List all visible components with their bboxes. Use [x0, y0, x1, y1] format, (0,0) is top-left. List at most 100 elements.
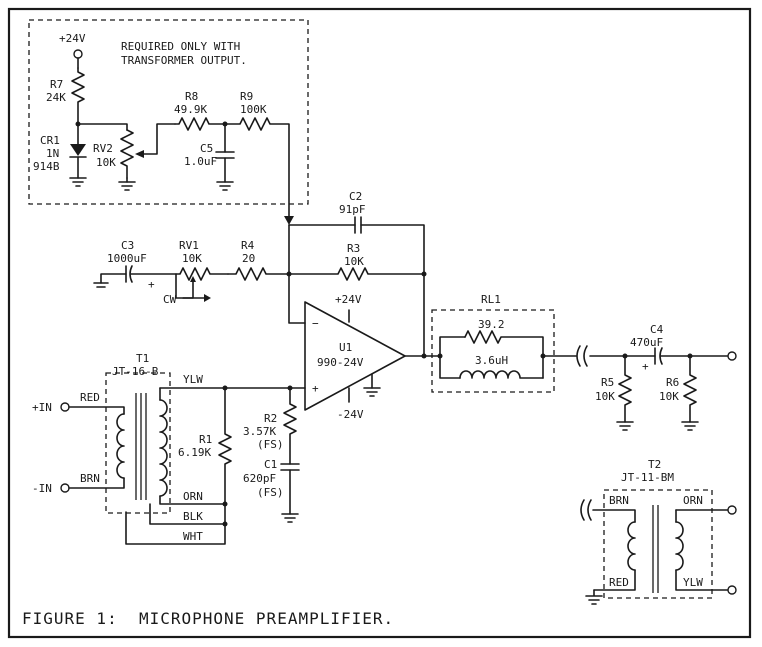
u1-vneg: -24V	[337, 408, 364, 421]
t2-ref: T2	[648, 458, 661, 471]
t1-red: RED	[80, 391, 100, 404]
c1-ref: C1	[264, 458, 277, 471]
rl1-box	[431, 309, 555, 393]
r8-ref: R8	[185, 90, 198, 103]
u1-part: 990-24V	[317, 356, 364, 369]
c3-polarity: +	[148, 278, 155, 291]
ground-icon	[585, 589, 603, 605]
r9-value: 100K	[240, 103, 267, 116]
t1-core-icon	[135, 393, 147, 500]
rv2-wiper-arrow-icon	[135, 150, 144, 158]
r1-value: 6.19K	[178, 446, 211, 459]
rl1-resistor-icon	[464, 330, 544, 379]
rv1-wiper-arrow-icon	[190, 276, 196, 282]
supply-terminal-icon	[73, 49, 83, 59]
r4-value: 20	[242, 252, 255, 265]
u1-ref: U1	[339, 341, 352, 354]
t1-ylw: YLW	[183, 373, 203, 386]
rl1-ref: RL1	[481, 293, 501, 306]
r7-resistor-icon	[71, 67, 85, 125]
t2-output-terminal-icon	[727, 585, 737, 595]
t2-part: JT-11-BM	[621, 471, 674, 484]
cr1-type-2: 914B	[33, 160, 60, 173]
r6-ref: R6	[666, 376, 679, 389]
t1-box	[105, 372, 171, 514]
ground-icon	[281, 513, 299, 523]
t1-secondary-coil-icon	[159, 399, 168, 497]
t1-wht: WHT	[183, 530, 203, 543]
r3-ref: R3	[347, 242, 360, 255]
r7-ref: R7	[50, 78, 63, 91]
t1-ref: T1	[136, 352, 149, 365]
r6-resistor-icon	[683, 355, 697, 423]
input-minus-label: -IN	[32, 482, 52, 495]
output-terminal-icon	[727, 351, 737, 361]
r9-ref: R9	[240, 90, 253, 103]
r1-ref: R1	[199, 433, 212, 446]
rv1-cw-label: CW	[163, 293, 177, 306]
rv2-value: 10K	[96, 156, 116, 169]
ground-icon	[681, 421, 699, 431]
r6-value: 10K	[659, 390, 679, 403]
t2-ylw: YLW	[683, 576, 703, 589]
rv2-potentiometer-icon	[120, 129, 134, 179]
cr1-ref: CR1	[40, 134, 60, 147]
t2-secondary-coil-icon	[675, 521, 684, 571]
note-line-2: TRANSFORMER OUTPUT.	[121, 54, 247, 67]
r5-ref: R5	[601, 376, 614, 389]
input-minus-terminal-icon	[60, 483, 70, 493]
break-mark-icon	[580, 499, 592, 521]
c2-ref: C2	[349, 190, 362, 203]
c4-polarity: +	[642, 360, 649, 373]
t1-primary-coil-icon	[116, 413, 125, 479]
c1-value: 620pF	[243, 472, 276, 485]
rv1-ref: RV1	[179, 239, 199, 252]
rv1-potentiometer-icon	[175, 267, 229, 281]
ground-icon	[363, 387, 381, 397]
r2-ref: R2	[264, 412, 277, 425]
t1-blk: BLK	[183, 510, 203, 523]
r2-resistor-icon	[283, 387, 297, 465]
t2-primary-coil-icon	[627, 521, 636, 571]
c1-note: (FS)	[257, 486, 284, 499]
r3-resistor-icon	[288, 267, 425, 281]
c3-value: 1000uF	[107, 252, 147, 265]
c3-ref: C3	[121, 239, 134, 252]
u1-vpos: +24V	[335, 293, 362, 306]
ground-icon	[69, 177, 87, 187]
c5-ref: C5	[200, 142, 213, 155]
note-line-1: REQUIRED ONLY WITH	[121, 40, 240, 53]
figure-frame	[7, 7, 752, 639]
arrow-down-icon	[284, 216, 294, 225]
break-mark-icon	[576, 345, 588, 367]
u1-opamp-icon	[304, 301, 406, 411]
supply-plus24-top-label: +24V	[59, 32, 86, 45]
figure-caption: FIGURE 1: MICROPHONE PREAMPLIFIER.	[22, 609, 394, 628]
c4-ref: C4	[650, 323, 664, 336]
r8-resistor-icon	[174, 117, 226, 131]
rl1-inductance: 3.6uH	[475, 354, 508, 367]
r7-value: 24K	[46, 91, 66, 104]
t2-core-icon	[652, 505, 659, 593]
input-plus-terminal-icon	[60, 402, 70, 412]
transformer-output-option-box	[28, 19, 309, 205]
t2-red: RED	[609, 576, 629, 589]
ground-icon	[216, 181, 234, 191]
rv2-ref: RV2	[93, 142, 113, 155]
t2-orn: ORN	[683, 494, 703, 507]
ground-icon	[616, 421, 634, 431]
rl1-resistance: 39.2	[478, 318, 505, 331]
c4-value: 470uF	[630, 336, 663, 349]
r4-resistor-icon	[227, 267, 290, 281]
rl1-inductor-icon	[459, 370, 544, 379]
r4-ref: R4	[241, 239, 255, 252]
cr1-diode-icon	[70, 144, 86, 156]
c5-value: 1.0uF	[184, 155, 217, 168]
u1-noninv-input: +	[312, 382, 319, 395]
t2-brn: BRN	[609, 494, 629, 507]
r9-resistor-icon	[224, 117, 290, 223]
t2-box	[603, 489, 713, 599]
r5-resistor-icon	[618, 355, 632, 423]
u1-inv-input: −	[312, 317, 319, 330]
